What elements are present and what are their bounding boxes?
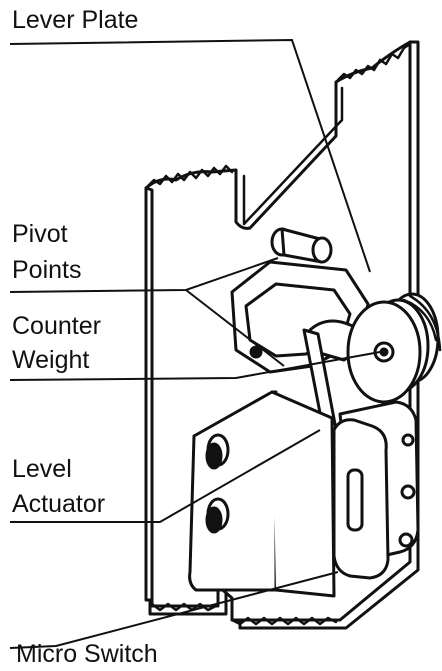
switch-rivet-mid: [400, 484, 416, 500]
mount-bolt-top-ring: [206, 433, 230, 467]
pin-end-right: [311, 236, 333, 264]
pivot-pin-drawing: [270, 227, 333, 264]
label-pivot-line2: Points: [12, 256, 82, 284]
label-pivot-line1: Pivot: [12, 220, 68, 248]
plate-bottom-serration: [230, 616, 338, 626]
leader-lines: [9, 38, 381, 649]
counter-weight-drawing: [346, 292, 442, 404]
bracket-hole: [249, 345, 263, 359]
weight-rim-lines: [402, 294, 442, 352]
label-counter-line2: Weight: [12, 346, 90, 374]
label-counter-line1: Counter: [12, 312, 101, 340]
mount-bolt-bottom-ring: [206, 497, 230, 531]
label-micro-switch: Micro Switch: [16, 640, 158, 668]
micro-switch-drawing: [332, 400, 420, 580]
switch-rivet-top: [401, 433, 415, 447]
switch-rivet-bottom: [398, 532, 414, 548]
plate-notch-inner: [242, 86, 344, 226]
mount-bracket-drawing: [188, 390, 336, 598]
leader-micro-switch: [9, 571, 339, 649]
label-level-line1: Level: [12, 455, 72, 483]
leader-lever-plate: [9, 38, 371, 273]
switch-slot: [346, 468, 364, 532]
leader-pivot-b: [185, 289, 285, 367]
plate-serration-right: [336, 42, 412, 82]
plate-serration-left: [146, 164, 234, 188]
leader-counter-weight: [9, 351, 381, 381]
mount-top-edge: [270, 390, 336, 598]
label-lever-plate: Lever Plate: [12, 6, 139, 34]
plate-lower-left-serration: [150, 602, 218, 612]
label-level-line2: Actuator: [12, 490, 106, 518]
weight-hub-center: [379, 347, 389, 357]
leader-level-actuator: [10, 429, 321, 523]
